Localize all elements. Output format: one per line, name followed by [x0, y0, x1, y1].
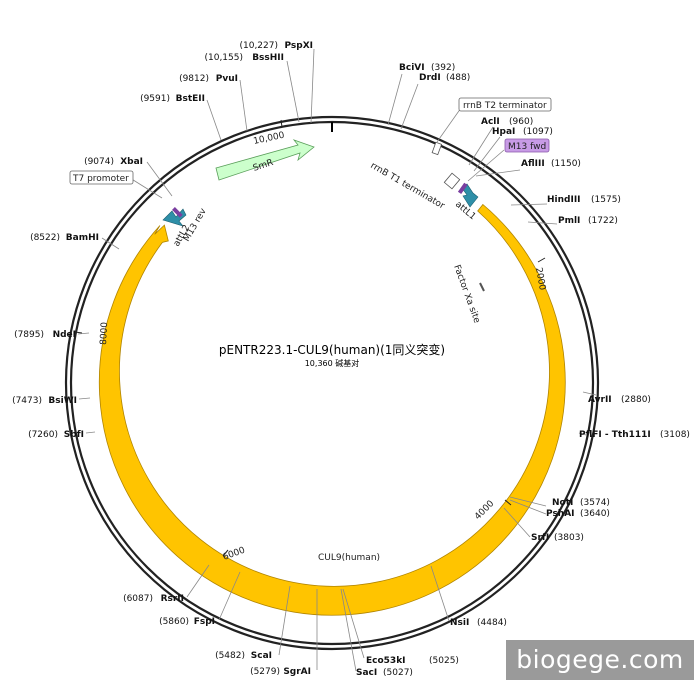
site-sbfi-pos: (7260) [28, 430, 58, 440]
tick-4000 [504, 499, 512, 506]
backbone-outer-ring [64, 115, 600, 651]
site-acli-pos: (960) [509, 117, 533, 127]
attl1-label: attL1 [453, 200, 477, 223]
rrnb-t2-leader [436, 107, 462, 143]
site-nsii-pos: (4484) [477, 618, 507, 628]
m13-fwd-leader [467, 149, 505, 182]
site-drdi-pos: (488) [446, 73, 470, 83]
factor-xa-label: Factor Xa site [451, 264, 481, 325]
site-rsrii-name: RsrII [161, 594, 184, 604]
m13-rev-mark [172, 207, 183, 218]
site-fspi-pos: (5860) [159, 617, 189, 627]
site-noti-pos: (3574) [580, 498, 610, 508]
site-drdi-name: DrdI [419, 73, 441, 83]
site-sgrai-name: SgrAI [283, 667, 311, 677]
site-bsshii-pos: (10,155) [204, 53, 243, 63]
site-pvui-pos: (9812) [179, 74, 209, 84]
site-xbai-pos: (9074) [84, 157, 114, 167]
site-bsteii-pos: (9591) [140, 94, 170, 104]
backbone-inner-ring [69, 120, 595, 646]
site-pflfi-pos: (3108) [660, 430, 690, 440]
site-bsteii-name: BstEII [176, 94, 205, 104]
site-xbai-name: XbaI [120, 157, 143, 167]
watermark-logo: biogege.com [506, 640, 694, 680]
site-pvui-name: PvuI [216, 74, 238, 84]
site-leader-lines [77, 48, 597, 672]
site-avrii-name: AvrII [588, 395, 612, 405]
site-hpai-pos: (1097) [523, 127, 553, 137]
site-fspi-name: FspI [194, 617, 215, 627]
site-ndei-pos: (7895) [14, 330, 44, 340]
site-ndei-name: NdeI [53, 330, 76, 340]
rrnb-t2-terminator-box[interactable] [431, 141, 443, 156]
site-srfi-pos: (3803) [554, 533, 584, 543]
site-avrii-pos: (2880) [621, 395, 651, 405]
tick-10000 [280, 119, 283, 128]
site-acli-name: AclI [481, 117, 500, 127]
site-ársshii-name: BssHII [252, 53, 284, 63]
site-hpai-name: HpaI [492, 127, 515, 137]
site-bcivi-pos: (392) [431, 63, 455, 73]
t7-promoter-box[interactable] [69, 170, 134, 185]
site-sgrai-pos: (5279) [250, 667, 280, 677]
site-eco53ki-pos: (5025) [429, 656, 459, 666]
site-pspxi-pos: (10,227) [239, 41, 278, 51]
site-hindiii-pos: (1575) [591, 195, 621, 205]
rrnb-t2-label: rrnB T2 terminator [463, 101, 547, 111]
attl1-feature[interactable] [461, 183, 479, 208]
rrnb-t2-box[interactable] [458, 97, 552, 112]
plasmid-title: pENTR223.1-CUL9(human)(1同义突变) [219, 342, 445, 357]
tick-2000 [537, 257, 546, 263]
site-saci-name: SacI [356, 668, 377, 678]
site-pspxi-name: PspXI [284, 41, 313, 51]
tick-6000 [222, 549, 229, 557]
site-pflfi-name: PflFI - Tth111I [579, 430, 651, 440]
site-nsii-name: NsiI [450, 618, 469, 628]
site-pshai-pos: (3640) [580, 509, 610, 519]
m13-fwd-box[interactable] [504, 138, 550, 153]
smr-feature[interactable] [215, 139, 315, 181]
site-eco53ki-name: Eco53kI [366, 656, 406, 666]
site-pmli-pos: (1722) [588, 216, 618, 226]
site-scai-pos: (5482) [215, 651, 245, 661]
tick-label-8000: 8000 [99, 321, 110, 345]
factor-xa-mark [479, 282, 485, 292]
rrnb-t1-label: rrnB T1 terminator [369, 161, 447, 212]
site-noti-name: NotI [552, 498, 573, 508]
site-bsiwi-pos: (7473) [12, 396, 42, 406]
site-bamhi-pos: (8522) [30, 233, 60, 243]
site-hindiii-name: HindIII [547, 195, 581, 205]
site-afliii-name: AflIII [521, 159, 545, 169]
tick-8000 [74, 331, 83, 334]
site-saci-pos: (5027) [383, 668, 413, 678]
cul9-feature[interactable] [98, 203, 566, 616]
t7-promoter-leader [129, 177, 163, 199]
site-bcivi-name: BciVI [399, 63, 425, 73]
site-pshai-name: PshAI [546, 509, 575, 519]
site-scai-name: ScaI [251, 651, 272, 661]
site-bsiwi-name: BsiWI [48, 396, 77, 406]
site-srfi-name: SrfI [531, 533, 549, 543]
site-pmli-name: PmlI [558, 216, 580, 226]
t7-promoter-label: T7 promoter [72, 174, 129, 184]
site-sbfi-name: SbfI [64, 430, 84, 440]
site-rsrii-pos: (6087) [123, 594, 153, 604]
m13-fwd-mark [457, 182, 468, 195]
m13-fwd-label: M13 fwd [508, 142, 546, 152]
site-bamhi-name: BamHI [66, 233, 99, 243]
site-afliii-pos: (1150) [551, 159, 581, 169]
plasmid-size: 10,360 碱基对 [305, 358, 360, 368]
rrnb-t1-terminator-box[interactable] [443, 172, 461, 190]
cul9-label: CUL9(human) [318, 553, 380, 563]
tick-label-2000: 2000 [533, 267, 547, 292]
tick-label-6000: 6000 [222, 545, 247, 562]
